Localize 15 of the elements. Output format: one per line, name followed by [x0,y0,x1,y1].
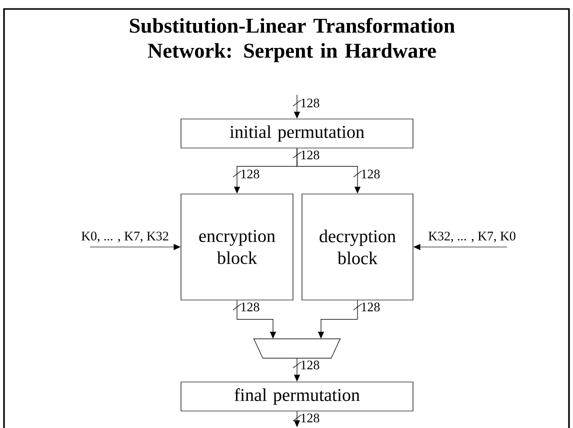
bus-width-label: 128 [241,170,260,178]
process-box: final permutation [180,382,414,412]
block-box: decryption block [302,194,414,300]
bus-width-label: 128 [301,414,320,422]
bus-width-label: 128 [301,360,320,370]
bus-width-label: 128 [301,150,320,160]
title: Substitution-Linear Transformation Network: Serpent in Hardware [130,18,455,62]
key-schedule-label: K0, ... , K7, K32 [82,232,168,242]
bus-width-label: 128 [362,170,380,178]
process-box: initial permutation [180,118,414,148]
key-schedule-label: K32, ... , K7, K0 [428,232,516,242]
bus-width-label: 128 [301,98,320,108]
bus-width-label: 128 [241,302,260,312]
block-box: encryption block [180,194,294,300]
bus-width-label: 128 [362,302,380,312]
